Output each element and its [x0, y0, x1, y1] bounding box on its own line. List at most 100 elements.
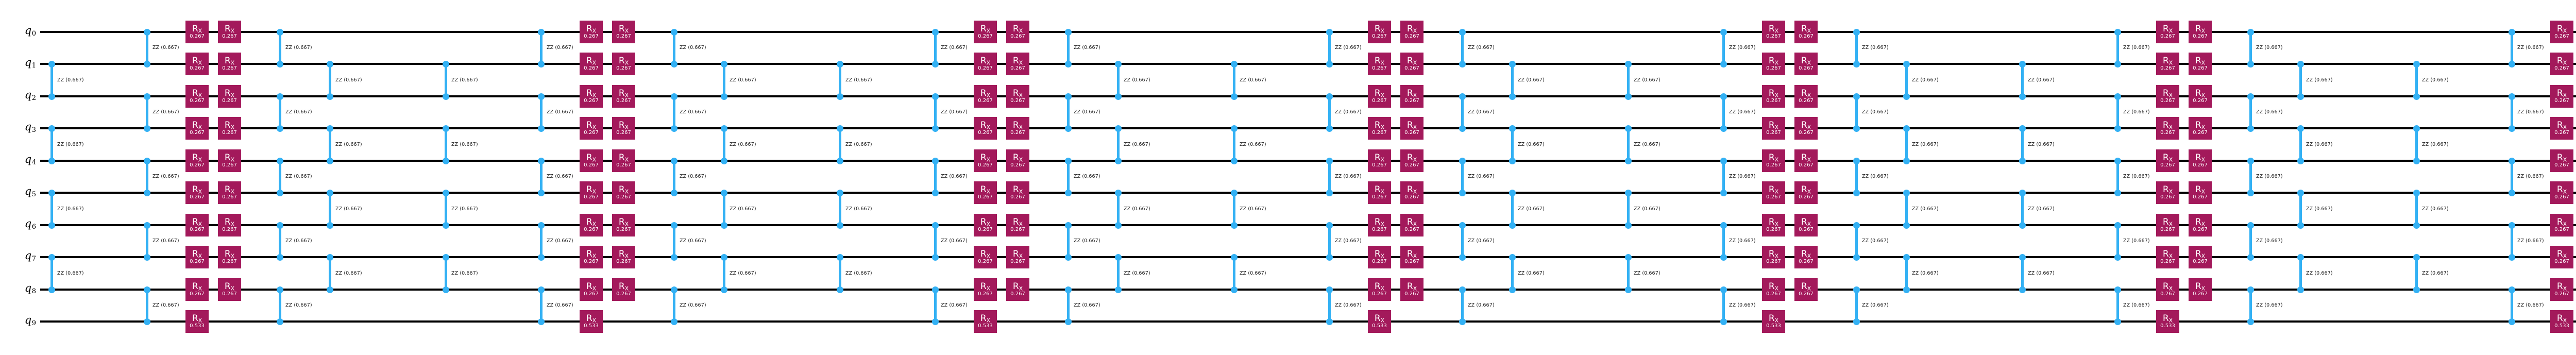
zz-gate-dot[interactable]	[326, 286, 333, 293]
zz-gate-dot[interactable]	[1326, 318, 1333, 325]
zz-gate-dot[interactable]	[2297, 93, 2304, 100]
zz-gate-dot[interactable]	[1064, 189, 1072, 196]
zz-gate-dot[interactable]	[276, 125, 283, 132]
zz-gate-dot[interactable]	[48, 286, 55, 293]
zz-gate-dot[interactable]	[1509, 189, 1516, 196]
zz-gate-dot[interactable]	[931, 28, 939, 36]
zz-gate-dot[interactable]	[442, 60, 449, 67]
zz-gate-dot[interactable]	[2247, 318, 2254, 325]
zz-gate-dot[interactable]	[931, 286, 939, 293]
zz-gate-dot[interactable]	[1064, 253, 1072, 261]
zz-gate-dot[interactable]	[1853, 125, 1860, 132]
zz-gate-dot[interactable]	[1624, 189, 1632, 196]
zz-gate-dot[interactable]	[670, 222, 677, 229]
zz-gate-dot[interactable]	[537, 125, 545, 132]
zz-gate-dot[interactable]	[2114, 286, 2121, 293]
zz-gate-dot[interactable]	[836, 125, 843, 132]
zz-gate-dot[interactable]	[2508, 222, 2515, 229]
zz-gate-dot[interactable]	[276, 318, 283, 325]
zz-gate-dot[interactable]	[2019, 189, 2026, 196]
zz-gate-dot[interactable]	[2297, 189, 2304, 196]
zz-gate-dot[interactable]	[1720, 60, 1727, 67]
zz-gate-dot[interactable]	[1326, 222, 1333, 229]
zz-gate-dot[interactable]	[1114, 125, 1122, 132]
zz-gate-dot[interactable]	[1064, 125, 1072, 132]
zz-gate-dot[interactable]	[2247, 28, 2254, 36]
zz-gate-dot[interactable]	[720, 189, 727, 196]
zz-gate-dot[interactable]	[1459, 28, 1466, 36]
zz-gate-dot[interactable]	[2114, 222, 2121, 229]
zz-gate-dot[interactable]	[2508, 93, 2515, 100]
zz-gate-dot[interactable]	[2413, 157, 2420, 164]
zz-gate-dot[interactable]	[276, 60, 283, 67]
zz-gate-dot[interactable]	[1624, 157, 1632, 164]
zz-gate-dot[interactable]	[143, 318, 150, 325]
zz-gate-dot[interactable]	[1064, 28, 1072, 36]
zz-gate-dot[interactable]	[670, 157, 677, 164]
zz-gate-dot[interactable]	[1114, 60, 1122, 67]
zz-gate-dot[interactable]	[2297, 253, 2304, 261]
zz-gate-dot[interactable]	[720, 253, 727, 261]
zz-gate-dot[interactable]	[1326, 189, 1333, 196]
zz-gate-dot[interactable]	[1230, 125, 1238, 132]
zz-gate-dot[interactable]	[48, 189, 55, 196]
zz-gate-dot[interactable]	[1903, 125, 1910, 132]
zz-gate-dot[interactable]	[537, 157, 545, 164]
zz-gate-dot[interactable]	[276, 253, 283, 261]
zz-gate-dot[interactable]	[537, 60, 545, 67]
zz-gate-dot[interactable]	[1903, 286, 1910, 293]
zz-gate-dot[interactable]	[2247, 286, 2254, 293]
zz-gate-dot[interactable]	[836, 189, 843, 196]
zz-gate-dot[interactable]	[1459, 93, 1466, 100]
zz-gate-dot[interactable]	[1064, 222, 1072, 229]
zz-gate-dot[interactable]	[442, 157, 449, 164]
zz-gate-dot[interactable]	[1720, 28, 1727, 36]
zz-gate-dot[interactable]	[442, 189, 449, 196]
zz-gate-dot[interactable]	[1114, 253, 1122, 261]
zz-gate-dot[interactable]	[143, 93, 150, 100]
zz-gate-dot[interactable]	[1230, 60, 1238, 67]
zz-gate-dot[interactable]	[670, 28, 677, 36]
zz-gate-dot[interactable]	[1624, 60, 1632, 67]
zz-gate-dot[interactable]	[2508, 286, 2515, 293]
zz-gate-dot[interactable]	[48, 60, 55, 67]
zz-gate-dot[interactable]	[143, 189, 150, 196]
zz-gate-dot[interactable]	[1853, 253, 1860, 261]
zz-gate-dot[interactable]	[537, 286, 545, 293]
